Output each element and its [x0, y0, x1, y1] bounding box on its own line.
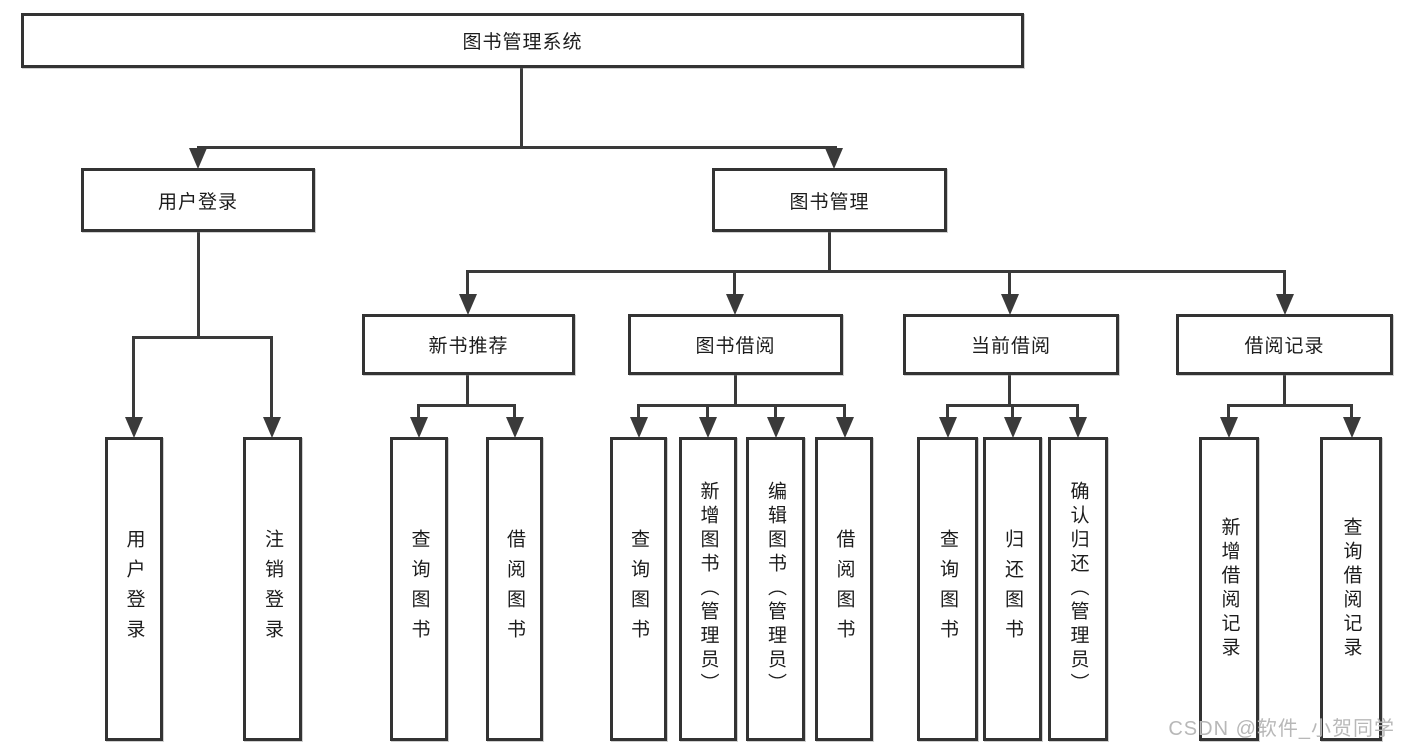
arrow-user-login [189, 148, 207, 169]
leaf-bb-edit-books-admin: 编辑图书（管理员） [746, 437, 805, 741]
leaf-label: 归还图书 [1002, 529, 1023, 649]
leaf-label: 确认归还（管理员） [1067, 481, 1089, 697]
node-label: 新书推荐 [428, 336, 509, 357]
arrow-book-management [825, 148, 843, 169]
connector-drop-bb-query [637, 404, 640, 420]
connector-drop-new-book-recommend [466, 270, 469, 298]
node-book-borrow: 图书借阅 [628, 314, 843, 375]
arrow-nbr-query [410, 417, 428, 438]
connector-new-book-recommend-bus [417, 404, 516, 407]
leaf-label: 新增图书（管理员） [697, 481, 719, 697]
leaf-cb-return-books: 归还图书 [983, 437, 1042, 741]
connector-level3-bus [466, 270, 1286, 273]
node-label: 借阅记录 [1244, 336, 1325, 357]
connector-drop-cb-query [946, 404, 949, 420]
arrow-current-borrow [1001, 294, 1019, 315]
arrow-bb-borrow [836, 417, 854, 438]
connector-drop-nbr-borrow [513, 404, 516, 420]
connector-drop-login-leaf [132, 336, 135, 420]
leaf-nbr-query-books: 查询图书 [390, 437, 448, 741]
arrow-borrow-records [1276, 294, 1294, 315]
connector-drop-bb-add [706, 404, 709, 420]
connector-drop-book-borrow [733, 270, 736, 298]
arrow-new-book-recommend [459, 294, 477, 315]
connector-user-login-bus [132, 336, 273, 339]
node-label: 图书管理系统 [462, 32, 583, 53]
node-new-book-recommend: 新书推荐 [362, 314, 575, 375]
connector-drop-bb-borrow [843, 404, 846, 420]
connector-level2-bus [197, 146, 837, 149]
connector-book-management-stem [828, 232, 831, 273]
leaf-label: 查询图书 [408, 529, 430, 649]
connector-new-book-recommend-stem [466, 375, 469, 407]
leaf-br-query-record: 查询借阅记录 [1320, 437, 1382, 741]
leaf-label: 用户登录 [123, 529, 145, 649]
leaf-cb-query-books: 查询图书 [917, 437, 978, 741]
arrow-bb-query [630, 417, 648, 438]
leaf-cb-confirm-return-admin: 确认归还（管理员） [1048, 437, 1108, 741]
arrow-bb-add [699, 417, 717, 438]
leaf-label: 编辑图书（管理员） [765, 481, 786, 697]
connector-drop-br-query [1350, 404, 1353, 420]
arrow-logout-leaf [263, 417, 281, 438]
leaf-br-add-record: 新增借阅记录 [1199, 437, 1259, 741]
leaf-label: 借阅图书 [504, 529, 525, 649]
node-label: 用户登录 [157, 191, 238, 213]
arrow-cb-return [1004, 417, 1022, 438]
leaf-label: 借阅图书 [833, 529, 855, 649]
leaf-label: 新增借阅记录 [1218, 517, 1240, 661]
connector-drop-logout-leaf [270, 336, 273, 420]
leaf-logout: 注销登录 [243, 437, 302, 741]
arrow-nbr-borrow [506, 417, 524, 438]
connector-user-login-stem [197, 232, 200, 339]
node-label: 图书借阅 [695, 336, 776, 357]
connector-book-borrow-stem [734, 375, 737, 407]
node-library-management-system: 图书管理系统 [21, 13, 1024, 68]
arrow-br-add [1220, 417, 1238, 438]
connector-drop-borrow-records [1283, 270, 1286, 298]
node-label: 当前借阅 [970, 336, 1051, 357]
leaf-label: 查询借阅记录 [1340, 517, 1362, 661]
arrow-login-leaf [125, 417, 143, 438]
node-book-management: 图书管理 [712, 168, 947, 232]
leaf-label: 查询图书 [937, 529, 958, 649]
leaf-nbr-borrow-books: 借阅图书 [486, 437, 543, 741]
arrow-br-query [1343, 417, 1361, 438]
connector-borrow-records-stem [1283, 375, 1286, 407]
connector-drop-cb-return [1011, 404, 1014, 420]
node-label: 图书管理 [789, 191, 870, 213]
connector-root-stem [520, 68, 523, 148]
node-user-login: 用户登录 [81, 168, 315, 232]
arrow-bb-edit [767, 417, 785, 438]
node-borrow-records: 借阅记录 [1176, 314, 1393, 375]
connector-drop-bb-edit [774, 404, 777, 420]
connector-book-borrow-bus [637, 404, 846, 407]
leaf-bb-borrow-books: 借阅图书 [815, 437, 873, 741]
connector-drop-current-borrow [1008, 270, 1011, 298]
leaf-user-login: 用户登录 [105, 437, 163, 741]
leaf-bb-query-books: 查询图书 [610, 437, 667, 741]
arrow-cb-query [939, 417, 957, 438]
node-current-borrow: 当前借阅 [903, 314, 1119, 375]
leaf-bb-add-books-admin: 新增图书（管理员） [679, 437, 737, 741]
connector-borrow-records-bus [1227, 404, 1353, 407]
arrow-book-borrow [726, 294, 744, 315]
connector-drop-cb-confirm [1076, 404, 1079, 420]
connector-drop-br-add [1227, 404, 1230, 420]
leaf-label: 注销登录 [262, 529, 283, 649]
arrow-cb-confirm [1069, 417, 1087, 438]
leaf-label: 查询图书 [628, 529, 649, 649]
connector-drop-nbr-query [417, 404, 420, 420]
connector-current-borrow-stem [1008, 375, 1011, 407]
csdn-watermark: CSDN @软件_小贺同学 [1168, 718, 1395, 740]
